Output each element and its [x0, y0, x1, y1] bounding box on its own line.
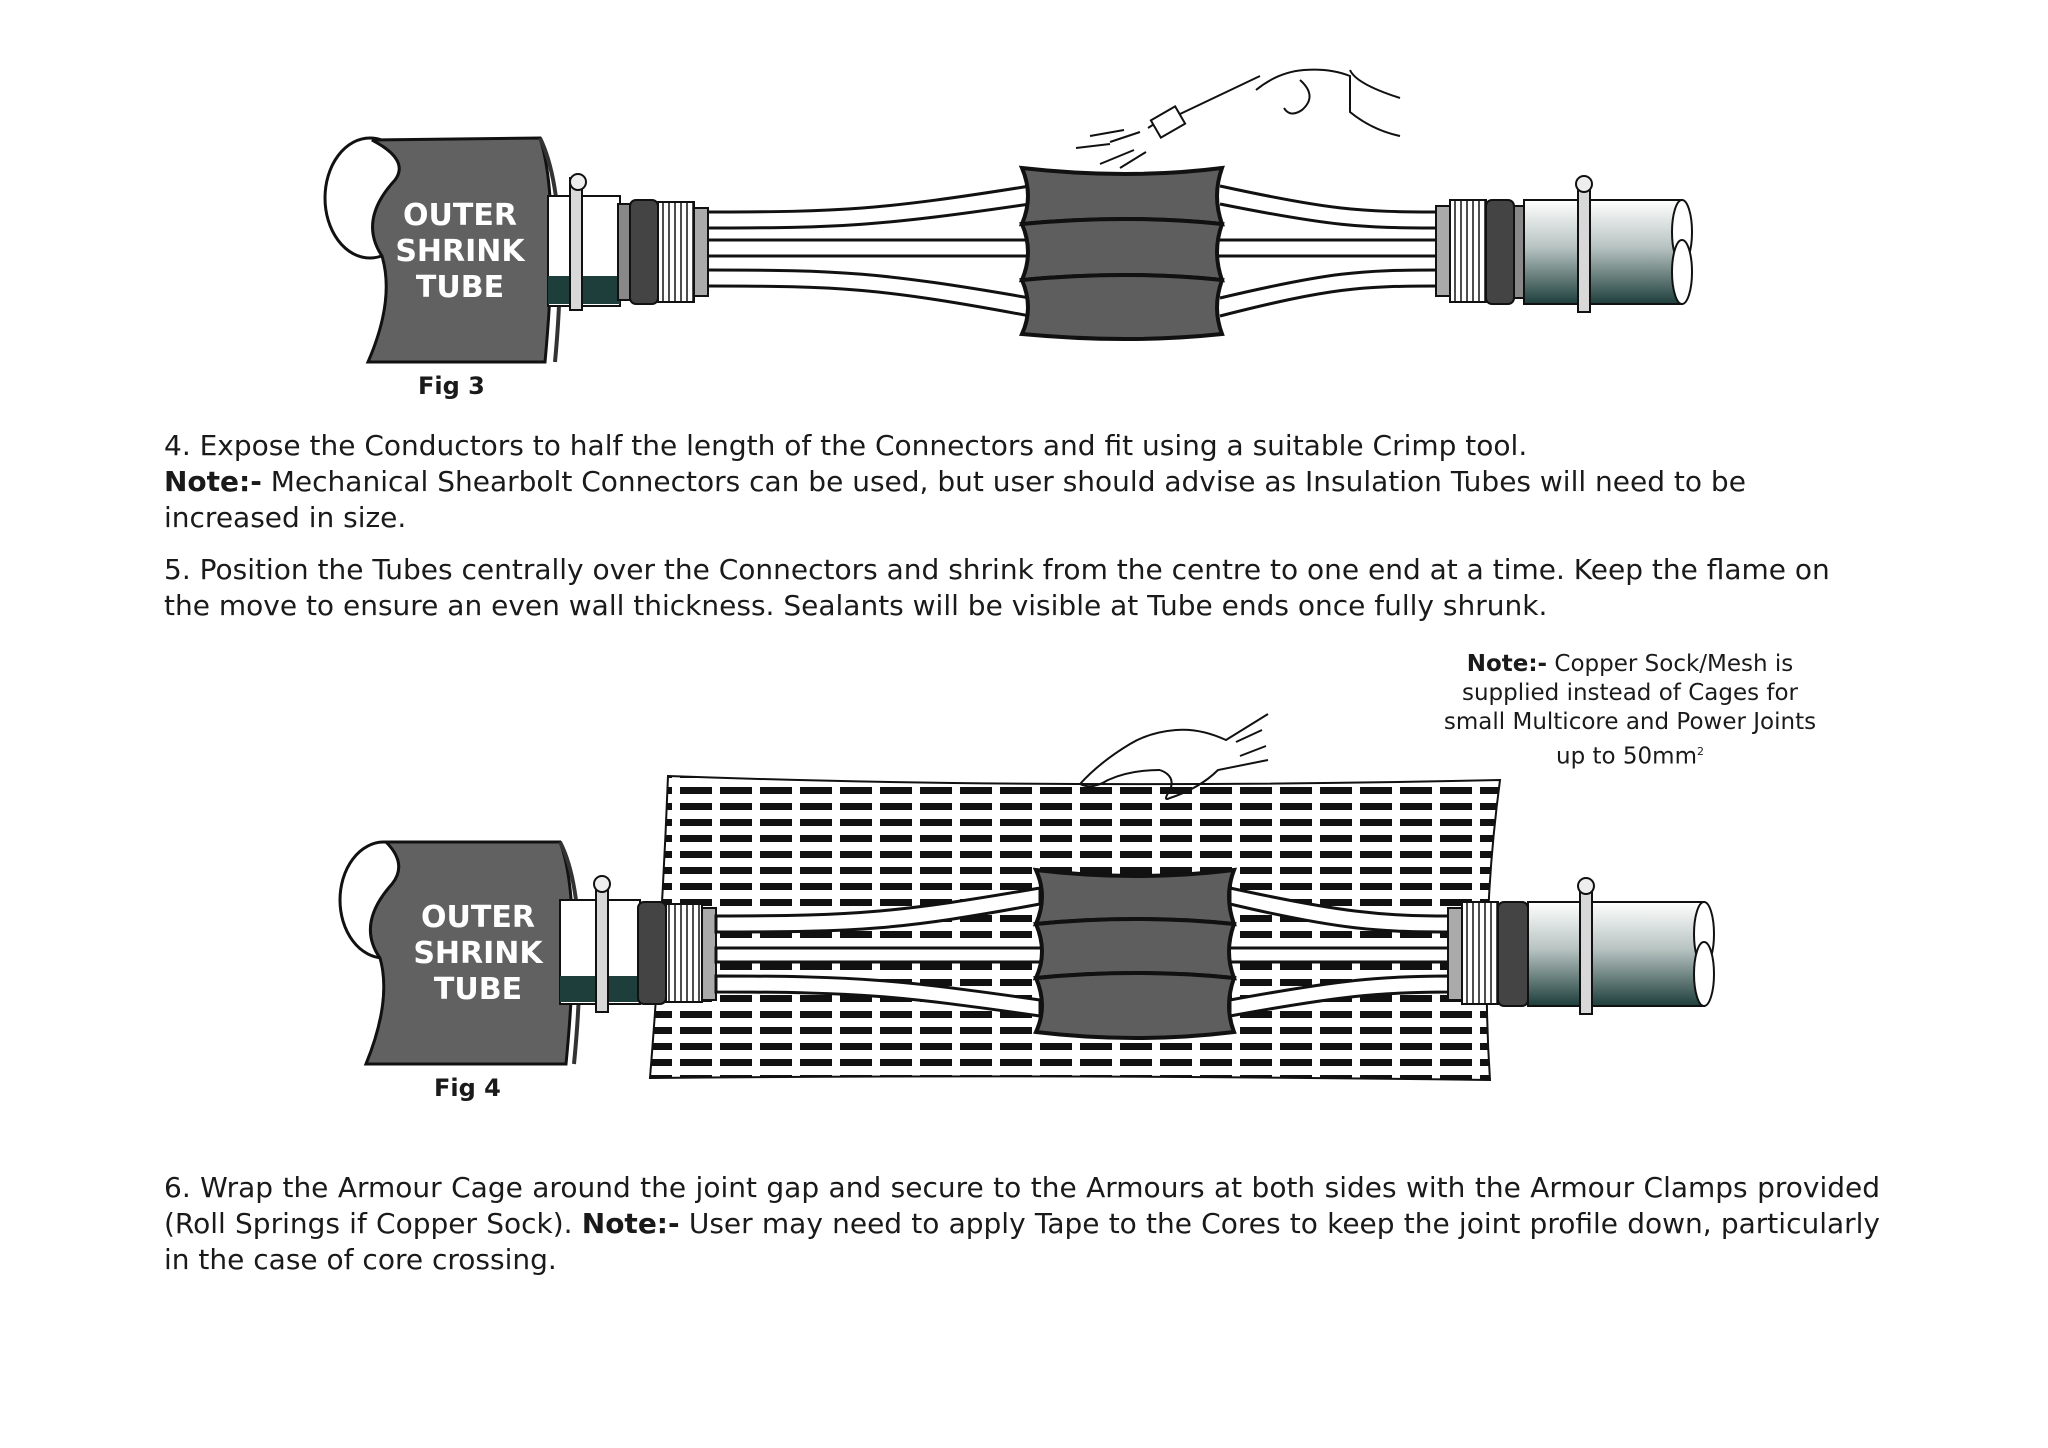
tube-label-line: OUTER [421, 900, 535, 935]
step4-note-text: Mechanical Shearbolt Connectors can be u… [164, 465, 1746, 534]
step5-text: 5. Position the Tubes centrally over the… [164, 553, 1830, 622]
connector-right [1435, 199, 1527, 305]
armour-pipe-right [1523, 175, 1693, 313]
hand-outline [1079, 713, 1269, 800]
outer-shrink-tube-left [323, 136, 562, 364]
connector-right-fig4 [1447, 901, 1529, 1007]
heat-torch-hand [1075, 68, 1401, 169]
tube-label-line: TUBE [433, 972, 523, 1007]
step6-note-label: Note:- [581, 1207, 680, 1240]
fig3-tube-label: OUTER SHRINK TUBE [380, 198, 540, 306]
step6-paragraph: 6. Wrap the Armour Cage around the joint… [164, 1170, 1880, 1278]
fig3-caption: Fig 3 [418, 372, 485, 400]
tube-label-line: SHRINK [395, 234, 525, 269]
step4-text: 4. Expose the Conductors to half the len… [164, 429, 1528, 462]
step4-paragraph: 4. Expose the Conductors to half the len… [164, 428, 1880, 536]
step6-text-a: 6. Wrap the Armour Cage around the joint… [164, 1171, 1880, 1240]
tube-label-line: OUTER [403, 198, 517, 233]
tube-label-line: SHRINK [413, 936, 543, 971]
side-note-superscript: 2 [1696, 745, 1704, 758]
step5-paragraph: 5. Position the Tubes centrally over the… [164, 552, 1880, 624]
armour-pipe-left-fig4 [559, 875, 641, 1013]
step4-note-label: Note:- [164, 465, 262, 498]
side-note-label: Note:- [1466, 651, 1548, 677]
insulation-tubes-fig4 [1032, 867, 1238, 1040]
side-note-text: Copper Sock/Mesh is supplied instead of … [1443, 651, 1817, 770]
step6-text-b: User may need to apply Tape to the Cores… [164, 1207, 1881, 1276]
fig3-diagram [323, 68, 1693, 364]
connector-left-fig4 [637, 901, 717, 1005]
fig4-caption: Fig 4 [434, 1074, 501, 1102]
copper-sock-note: Note:- Copper Sock/Mesh is supplied inst… [1430, 650, 1830, 772]
fig4-diagram [338, 713, 1715, 1082]
fig4-tube-label: OUTER SHRINK TUBE [398, 900, 558, 1008]
armour-pipe-right-fig4 [1527, 877, 1715, 1015]
connector-left [617, 199, 709, 305]
insulation-tubes-fig3 [1018, 165, 1225, 341]
tube-label-line: TUBE [415, 270, 505, 305]
